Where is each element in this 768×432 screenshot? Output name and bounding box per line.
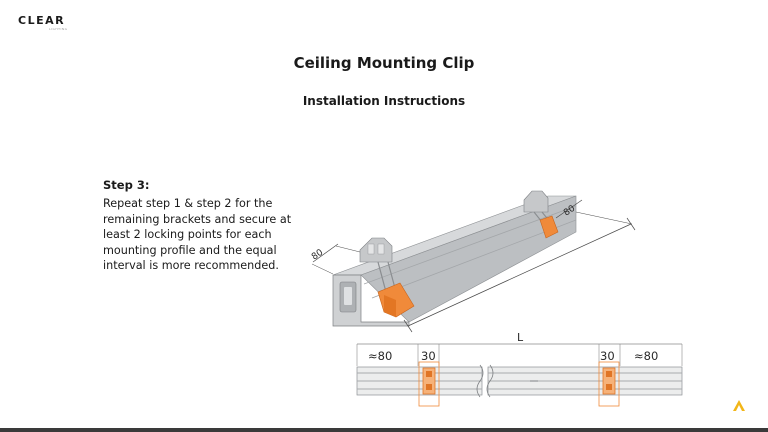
plan-clip-right-label: 30 xyxy=(600,349,615,363)
plan-offset-left-label: ≈80 xyxy=(368,349,392,363)
dimension-length xyxy=(403,211,636,333)
page-subtitle: Installation Instructions xyxy=(302,94,466,108)
dimension-end-left-label: 80 xyxy=(310,248,325,263)
plan-clip-left xyxy=(418,361,440,407)
orange-clip-right xyxy=(539,215,559,239)
step-heading: Step 3: xyxy=(103,178,150,192)
brand-logo-subtext: LIGHTING xyxy=(49,27,68,31)
orange-clip-left xyxy=(377,282,415,318)
bottom-bar xyxy=(0,428,768,432)
step-instructions: Repeat step 1 & step 2 for the remaining… xyxy=(103,197,292,273)
chevron-up-icon xyxy=(733,400,745,411)
page-title: Ceiling Mounting Clip xyxy=(293,54,475,72)
brand-logo: CLEAR xyxy=(18,14,66,27)
plan-offset-right-label: ≈80 xyxy=(634,349,658,363)
plan-clip-left-label: 30 xyxy=(421,349,436,363)
ceiling-bracket-left xyxy=(359,237,397,293)
plan-clip-right xyxy=(598,361,620,407)
profile-plan-view xyxy=(356,343,683,398)
dimension-length-label: L xyxy=(517,331,524,344)
profile-3d xyxy=(332,195,577,327)
